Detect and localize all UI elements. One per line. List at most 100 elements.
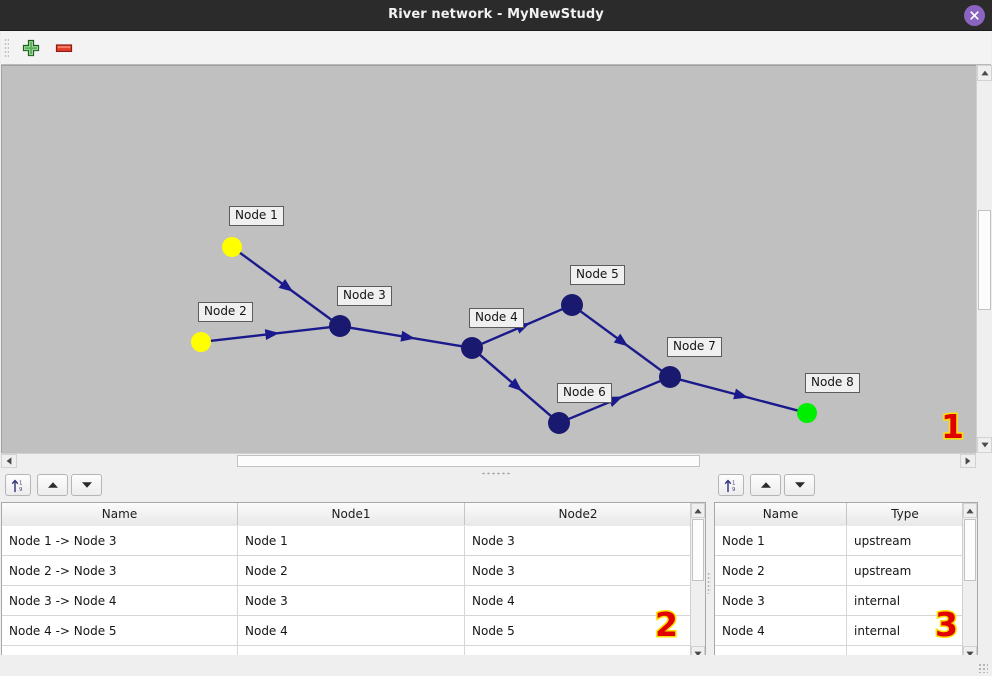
splitter-grip[interactable] xyxy=(481,472,511,475)
table-cell-empty xyxy=(2,646,238,661)
edge-direction-arrow xyxy=(613,333,629,347)
scroll-down-arrow[interactable] xyxy=(977,437,992,453)
graph-node[interactable] xyxy=(659,366,681,388)
edge-direction-arrow xyxy=(278,278,294,292)
edge-table-scrollbar[interactable] xyxy=(690,503,705,661)
main-toolbar xyxy=(1,31,991,65)
toolbar-drag-handle[interactable] xyxy=(4,38,9,58)
edge-direction-arrow xyxy=(508,378,523,392)
table-cell[interactable]: Node 3 xyxy=(715,586,847,615)
panel-splitter[interactable] xyxy=(1,469,991,478)
close-icon[interactable] xyxy=(964,5,985,26)
edge-column-header[interactable]: Node1 xyxy=(238,503,465,525)
table-cell-empty xyxy=(715,646,847,661)
table-cell[interactable]: Node 2 -> Node 3 xyxy=(2,556,238,585)
edge-table-scroll-thumb[interactable] xyxy=(692,519,704,581)
edge-move-up-icon[interactable] xyxy=(37,474,68,496)
table-cell-empty xyxy=(238,646,465,661)
node-table-scrollbar[interactable] xyxy=(962,503,977,661)
window-resize-grip[interactable] xyxy=(978,663,988,673)
scroll-left-arrow[interactable] xyxy=(1,454,17,468)
node-column-header[interactable]: Name xyxy=(715,503,847,525)
tables-splitter-grip[interactable] xyxy=(707,572,711,594)
edge-column-header[interactable]: Name xyxy=(2,503,238,525)
graph-node[interactable] xyxy=(561,294,583,316)
scrollbar-corner xyxy=(976,453,991,468)
node-scroll-up-arrow[interactable] xyxy=(963,503,977,518)
node-label[interactable]: Node 2 xyxy=(198,302,253,322)
edge-scroll-up-arrow[interactable] xyxy=(691,503,705,518)
table-cell[interactable]: Node 4 -> Node 5 xyxy=(2,616,238,645)
scroll-up-arrow[interactable] xyxy=(977,65,992,81)
annotation-marker: 2 xyxy=(654,605,680,644)
graph-vertical-scrollbar[interactable] xyxy=(976,65,992,453)
table-cell[interactable]: Node 3 xyxy=(238,586,465,615)
graph-horizontal-scrollbar[interactable] xyxy=(1,453,976,468)
table-cell[interactable]: Node 1 xyxy=(715,526,847,555)
edge-direction-arrow xyxy=(733,388,749,400)
node-label[interactable]: Node 3 xyxy=(337,286,392,306)
graph-horizontal-scroll-thumb[interactable] xyxy=(237,455,700,467)
node-label[interactable]: Node 6 xyxy=(557,383,612,403)
edge-column-header[interactable]: Node2 xyxy=(465,503,692,525)
node-label[interactable]: Node 8 xyxy=(805,373,860,393)
svg-text:1: 1 xyxy=(732,480,735,486)
table-cell[interactable]: Node 3 xyxy=(465,526,692,555)
annotation-marker: 3 xyxy=(934,605,960,644)
table-cell[interactable]: Node 3 -> Node 4 xyxy=(2,586,238,615)
node-layer xyxy=(191,237,817,434)
svg-text:9: 9 xyxy=(732,487,736,493)
graph-node[interactable] xyxy=(461,337,483,359)
river-network-canvas[interactable]: Node 1 Node 2 Node 3 Node 4 Node 5 Node 6 Node… xyxy=(1,65,976,453)
title-bar: River network - MyNewStudy xyxy=(0,0,992,31)
graph-node[interactable] xyxy=(191,332,211,352)
add-node-icon[interactable] xyxy=(20,37,42,59)
node-label[interactable]: Node 4 xyxy=(469,308,524,328)
node-column-header[interactable]: Type xyxy=(847,503,964,525)
table-cell[interactable]: Node 2 xyxy=(238,556,465,585)
network-graph xyxy=(191,237,817,434)
graph-node[interactable] xyxy=(797,403,817,423)
node-sort-icon[interactable]: 1 9 xyxy=(718,474,744,496)
svg-text:9: 9 xyxy=(19,487,23,493)
edge-direction-arrow xyxy=(400,330,416,342)
edge-sort-icon[interactable]: 1 9 xyxy=(5,474,31,496)
svg-text:1: 1 xyxy=(19,480,22,486)
graph-node[interactable] xyxy=(222,237,242,257)
scroll-right-arrow[interactable] xyxy=(960,454,976,468)
edge-move-down-icon[interactable] xyxy=(71,474,102,496)
table-cell[interactable]: Node 3 xyxy=(465,556,692,585)
graph-vertical-scroll-thumb[interactable] xyxy=(978,210,991,310)
graph-node[interactable] xyxy=(548,412,570,434)
window-title: River network - MyNewStudy xyxy=(388,7,604,22)
table-cell[interactable]: Node 4 xyxy=(715,616,847,645)
remove-node-icon[interactable] xyxy=(53,37,75,59)
table-cell[interactable]: Node 2 xyxy=(715,556,847,585)
node-move-up-icon[interactable] xyxy=(750,474,781,496)
node-table-scroll-thumb[interactable] xyxy=(964,519,976,581)
status-strip xyxy=(1,655,991,675)
table-cell[interactable]: Node 1 xyxy=(238,526,465,555)
graph-node[interactable] xyxy=(329,315,351,337)
node-label[interactable]: Node 5 xyxy=(570,265,625,285)
node-move-down-icon[interactable] xyxy=(784,474,815,496)
table-cell[interactable]: upstream xyxy=(847,556,964,585)
table-cell[interactable]: upstream xyxy=(847,526,964,555)
table-cell[interactable]: Node 1 -> Node 3 xyxy=(2,526,238,555)
node-label[interactable]: Node 1 xyxy=(229,206,284,226)
table-cell[interactable]: Node 4 xyxy=(238,616,465,645)
node-label[interactable]: Node 7 xyxy=(667,337,722,357)
